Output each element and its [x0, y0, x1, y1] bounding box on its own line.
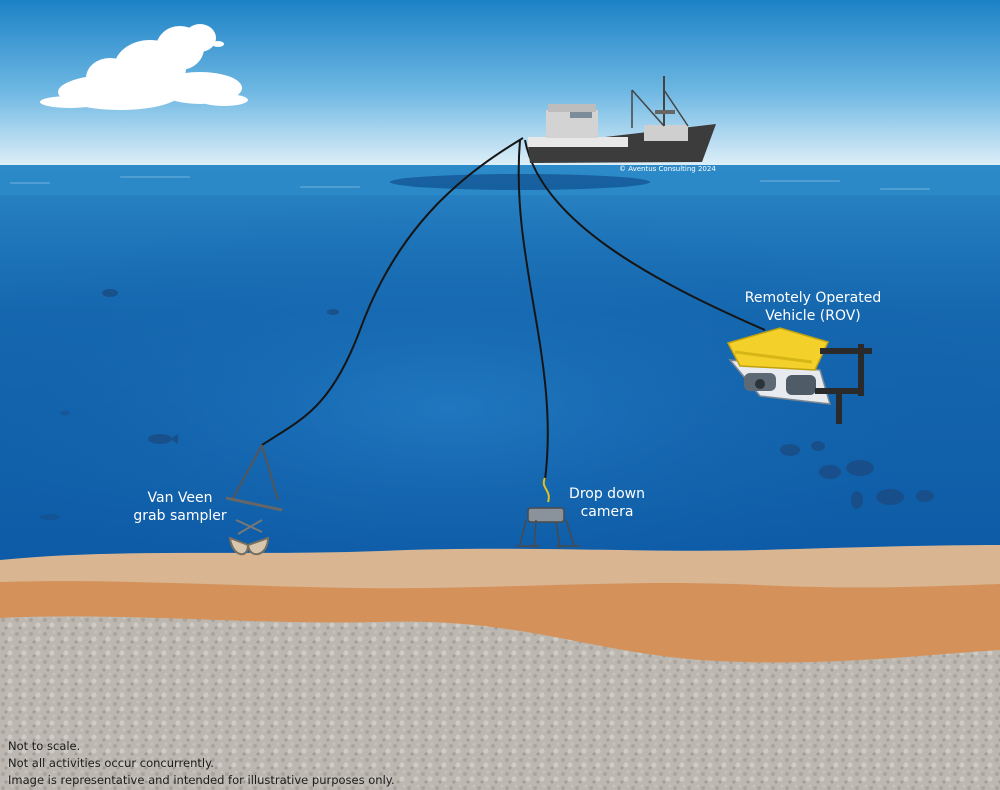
camera-cable [517, 139, 549, 481]
cloud [40, 24, 248, 110]
fish-group [40, 289, 934, 520]
rov-cable [524, 139, 766, 331]
camera-label: Drop down camera [563, 485, 651, 521]
copyright-text: © Aventus Consulting 2024 [619, 165, 716, 173]
disclaimer-line-2: Not all activities occur concurrently. [8, 756, 214, 770]
camera-label-line-1: Drop down [569, 486, 645, 502]
ship-shadow [390, 174, 650, 190]
survey-vessel [528, 76, 716, 163]
disclaimer-notes: Not to scale. Not all activities occur c… [8, 738, 395, 789]
water-surface [10, 176, 930, 190]
grab-cable [261, 137, 524, 446]
rov-vehicle [726, 327, 872, 424]
rov-label: Remotely Operated Vehicle (ROV) [744, 289, 882, 325]
cables [261, 137, 766, 481]
drop-camera [516, 477, 580, 549]
grab-label-line-1: Van Veen [147, 490, 213, 506]
disclaimer-line-1: Not to scale. [8, 739, 81, 753]
grab-label: Van Veen grab sampler [128, 489, 232, 525]
camera-label-line-2: camera [580, 504, 634, 520]
grab-label-line-2: grab sampler [133, 508, 227, 524]
disclaimer-line-3: Image is representative and intended for… [8, 773, 395, 787]
rov-label-line-1: Remotely Operated [744, 290, 882, 306]
van-veen-grab [225, 444, 283, 556]
rock-layer [0, 616, 1000, 790]
rov-label-line-2: Vehicle (ROV) [765, 308, 861, 324]
